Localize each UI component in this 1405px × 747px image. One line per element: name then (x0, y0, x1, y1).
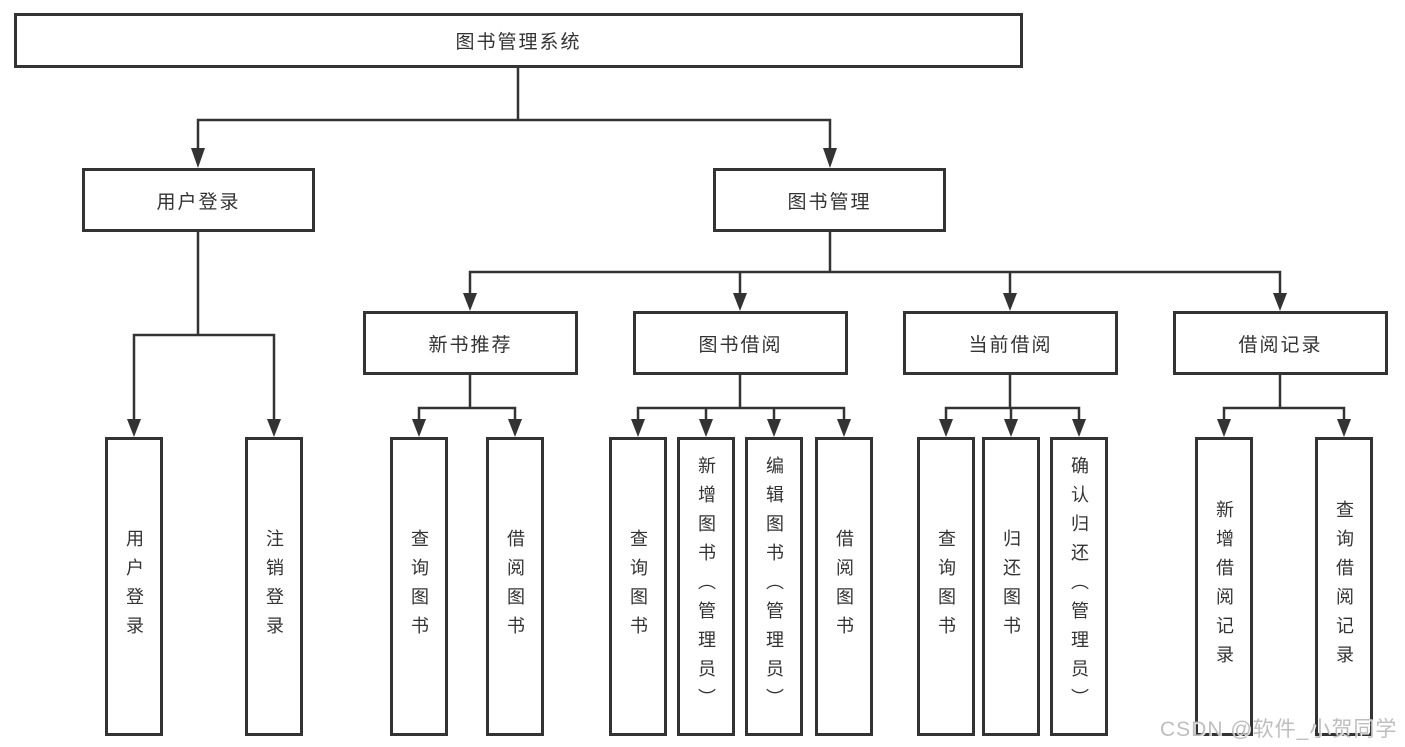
edge-group2-rail (417, 406, 517, 421)
leaf-edit-book-admin: 编辑图书（管理员） (745, 437, 803, 736)
leaf-borrow-books-1: 借阅图书 (486, 437, 544, 736)
arrow-icon (1337, 419, 1351, 437)
arrow-icon (267, 419, 281, 437)
arrow-icon (699, 419, 713, 437)
leaf-borrow-books-1-label: 借阅图书 (505, 528, 525, 645)
edge-level3-rail (468, 270, 1282, 294)
leaf-return-books: 归还图书 (982, 437, 1040, 736)
leaf-logout-label: 注销登录 (264, 528, 284, 645)
node-root: 图书管理系统 (14, 13, 1023, 68)
edge-level2-rail (196, 118, 832, 151)
node-root-label: 图书管理系统 (455, 32, 582, 53)
arrow-icon (767, 419, 781, 437)
edge-group4-rail (944, 406, 1081, 421)
arrow-icon (412, 419, 426, 437)
arrow-icon (1003, 293, 1017, 311)
arrow-icon (508, 419, 522, 437)
node-new-book-recommend: 新书推荐 (363, 311, 578, 375)
node-borrow-records-label: 借阅记录 (1238, 334, 1323, 356)
leaf-edit-book-admin-label: 编辑图书（管理员） (764, 456, 784, 717)
node-user-login: 用户登录 (82, 168, 315, 232)
leaf-user-login-label: 用户登录 (124, 528, 144, 645)
leaf-add-borrow-record: 新增借阅记录 (1195, 437, 1253, 736)
leaf-add-borrow-record-label: 新增借阅记录 (1214, 499, 1234, 674)
node-current-borrow: 当前借阅 (903, 311, 1118, 375)
edge-group3-rail (636, 406, 846, 421)
arrow-icon (1217, 419, 1231, 437)
node-new-book-recommend-label: 新书推荐 (428, 334, 513, 356)
node-current-borrow-label: 当前借阅 (968, 334, 1053, 356)
arrow-icon (939, 419, 953, 437)
edge-group5-rail (1222, 406, 1346, 421)
leaf-add-book-admin-label: 新增图书（管理员） (696, 456, 716, 717)
arrow-icon (463, 293, 477, 311)
arrowheads (127, 148, 1351, 437)
leaf-query-books-3: 查询图书 (917, 437, 975, 736)
leaf-user-login: 用户登录 (105, 437, 163, 736)
leaf-query-borrow-record-label: 查询借阅记录 (1334, 499, 1354, 674)
edge-group1-rail (132, 333, 276, 420)
leaf-confirm-return-admin-label: 确认归还（管理员） (1069, 456, 1089, 717)
arrow-icon (837, 419, 851, 437)
arrow-icon (733, 293, 747, 311)
leaf-borrow-books-2: 借阅图书 (815, 437, 873, 736)
node-book-management: 图书管理 (713, 168, 946, 232)
leaf-confirm-return-admin: 确认归还（管理员） (1050, 437, 1108, 736)
arrow-icon (823, 148, 837, 168)
leaf-add-book-admin: 新增图书（管理员） (677, 437, 735, 736)
leaf-query-books-1-label: 查询图书 (409, 528, 429, 645)
node-user-login-label: 用户登录 (156, 191, 241, 213)
leaf-return-books-label: 归还图书 (1001, 528, 1021, 645)
leaf-logout: 注销登录 (245, 437, 303, 736)
leaf-query-books-2-label: 查询图书 (628, 528, 648, 645)
arrow-icon (1072, 419, 1086, 437)
arrow-icon (1004, 419, 1018, 437)
arrow-icon (191, 148, 205, 168)
arrow-icon (127, 419, 141, 437)
watermark: CSDN @软件_小贺同学 (1160, 718, 1398, 741)
leaf-query-books-1: 查询图书 (390, 437, 448, 736)
leaf-borrow-books-2-label: 借阅图书 (834, 528, 854, 645)
node-borrow-records: 借阅记录 (1173, 311, 1388, 375)
leaf-query-books-3-label: 查询图书 (936, 528, 956, 645)
leaf-query-books-2: 查询图书 (609, 437, 667, 736)
node-book-borrow: 图书借阅 (633, 311, 848, 375)
arrow-icon (631, 419, 645, 437)
node-book-management-label: 图书管理 (787, 191, 872, 213)
node-book-borrow-label: 图书借阅 (698, 334, 783, 356)
arrow-icon (1273, 293, 1287, 311)
leaf-query-borrow-record: 查询借阅记录 (1315, 437, 1373, 736)
